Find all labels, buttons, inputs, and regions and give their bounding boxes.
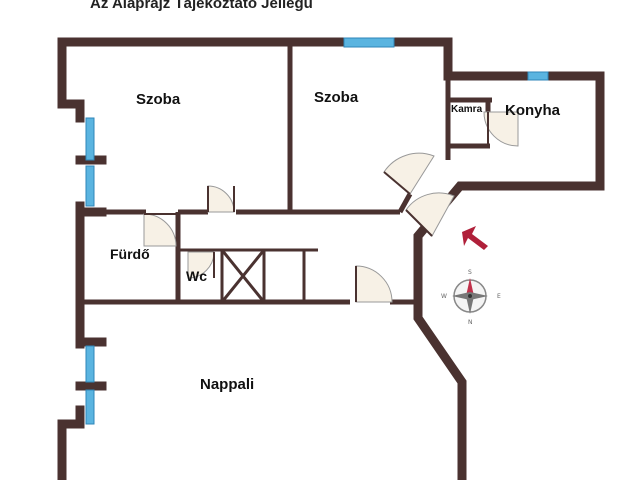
- compass-e: E: [497, 293, 501, 300]
- compass-s: N: [468, 319, 473, 326]
- interior-walls: [80, 42, 492, 305]
- compass-w: W: [441, 293, 447, 300]
- compass-n: S: [468, 269, 472, 276]
- windows: [85, 37, 549, 425]
- plan-title: Az Alaprajz Tájékoztató Jellegű: [90, 0, 313, 12]
- room-label-wc: Wc: [186, 268, 207, 284]
- room-label-nappali: Nappali: [200, 376, 254, 393]
- entrance-arrow-icon: [462, 226, 488, 250]
- room-label-furdo: Fürdő: [110, 246, 150, 262]
- room-label-szoba-2: Szoba: [314, 89, 359, 106]
- room-label-szoba-1: Szoba: [136, 91, 181, 108]
- doors: [143, 111, 519, 303]
- room-label-kamra: Kamra: [451, 104, 483, 115]
- compass-icon: S E W N: [441, 269, 501, 326]
- room-label-konyha: Konyha: [505, 102, 561, 119]
- room-labels: Szoba Szoba Kamra Konyha Fürdő Wc Nappal…: [110, 89, 561, 393]
